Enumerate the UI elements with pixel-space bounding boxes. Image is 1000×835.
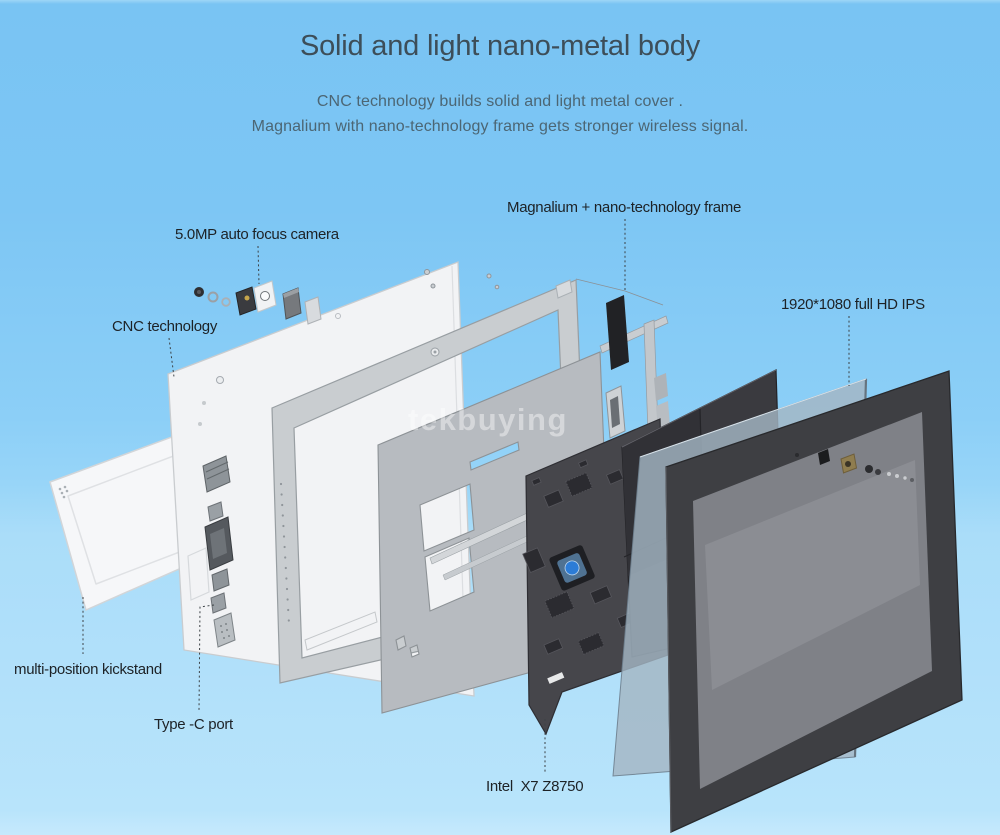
camera-module-parts (194, 280, 322, 325)
leader-cnc (168, 337, 175, 378)
callout-frame-label: Magnalium + nano-technology frame (507, 199, 741, 216)
subtitle-line-2: Magnalium with nano-technology frame get… (251, 118, 749, 135)
callout-type-c-label: Type -C port (154, 716, 233, 733)
front-camera-parts (795, 449, 914, 482)
screws (424, 269, 500, 290)
port-connectors (202, 455, 236, 648)
leader-frame-v-lines (575, 278, 664, 306)
antenna-bar-shape (606, 295, 629, 370)
leader-camera (257, 245, 260, 285)
watermark: tekbuying (408, 402, 568, 437)
callout-display-label: 1920*1080 full HD IPS (781, 296, 925, 313)
intel-logo (564, 560, 580, 576)
callout-cpu-label: Intel X7 Z8750 (486, 778, 584, 795)
callout-kickstand-label: multi-position kickstand (14, 661, 162, 678)
leader-lines (82, 219, 850, 772)
front-display-shape (665, 370, 963, 834)
speaker-holes (279, 482, 290, 622)
callout-camera-label: 5.0MP auto focus camera (175, 226, 339, 243)
type-c-port-part (213, 612, 236, 648)
magnalium-frame-shape (271, 279, 591, 684)
page-title: Solid and light nano-metal body (299, 30, 701, 62)
subtitle-line-1: CNC technology builds solid and light me… (316, 93, 684, 110)
leader-type-c (198, 604, 215, 712)
callout-cnc-label: CNC technology (112, 318, 218, 335)
